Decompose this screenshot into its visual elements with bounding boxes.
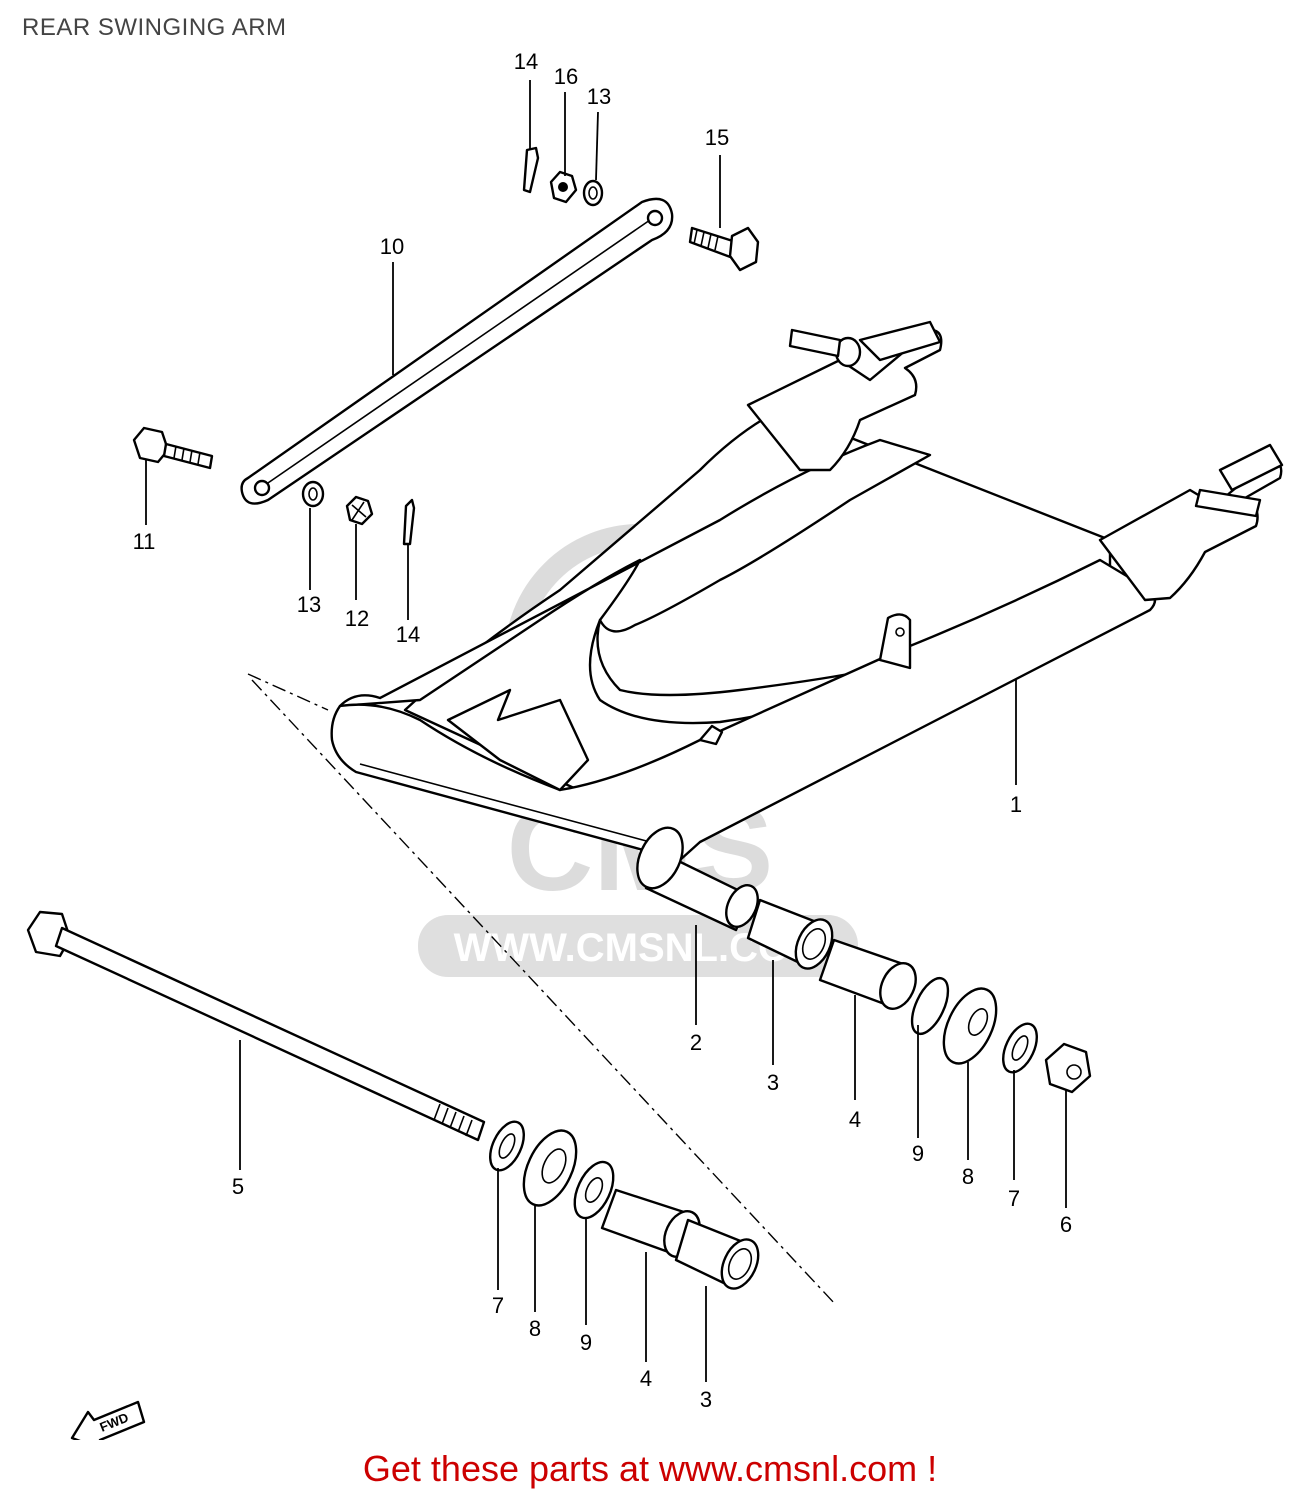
get-parts-link[interactable]: Get these parts at www.cmsnl.com ! <box>362 1448 938 1489</box>
axis-line-long <box>251 679 837 1306</box>
leader-lines <box>145 80 1067 1382</box>
washer-7-upper <box>1002 1022 1038 1074</box>
callout-16: 16 <box>554 64 578 89</box>
callout-labels: 1 2 3 3 4 4 5 6 7 7 8 8 9 9 10 11 12 13 … <box>133 49 1073 1412</box>
callout-12: 12 <box>345 606 369 631</box>
callout-13-top: 13 <box>587 84 611 109</box>
callout-8-lower: 8 <box>529 1316 541 1341</box>
needle-bearing-3-lower <box>674 1218 760 1290</box>
callout-4-lower: 4 <box>640 1366 652 1391</box>
torque-link <box>240 197 674 505</box>
callout-4-upper: 4 <box>849 1107 861 1132</box>
callout-11: 11 <box>133 529 156 554</box>
washer-7-lower <box>489 1120 525 1172</box>
callout-8-upper: 8 <box>962 1164 974 1189</box>
callout-7-lower: 7 <box>492 1293 504 1318</box>
nut-6 <box>1044 1042 1092 1094</box>
lower-hardware <box>301 480 416 546</box>
bolt-15 <box>688 226 760 272</box>
callout-5: 5 <box>232 1174 244 1199</box>
seal-8-upper <box>942 987 998 1065</box>
bolt-11 <box>132 426 214 470</box>
callout-3-upper: 3 <box>767 1070 779 1095</box>
callout-9-upper: 9 <box>912 1141 924 1166</box>
top-hardware <box>522 146 604 207</box>
callout-1: 1 <box>1010 792 1022 817</box>
washer-9-lower <box>573 1160 615 1220</box>
callout-9-lower: 9 <box>580 1330 592 1355</box>
spacer-4-upper <box>818 938 917 1010</box>
axis-line-upper <box>247 673 329 711</box>
callout-6: 6 <box>1060 1212 1072 1237</box>
pivot-shaft-5 <box>26 910 486 1142</box>
callout-15: 15 <box>705 125 729 150</box>
callout-10: 10 <box>380 234 404 259</box>
seal-8-lower <box>522 1129 578 1207</box>
fwd-arrow: FWD <box>70 1400 146 1440</box>
callout-7-upper: 7 <box>1008 1186 1020 1211</box>
pivot-tube-2 <box>636 826 759 932</box>
callout-14-top: 14 <box>514 49 538 74</box>
page-title: REAR SWINGING ARM <box>22 14 287 41</box>
swing-arm <box>330 320 1284 862</box>
callout-2: 2 <box>690 1030 702 1055</box>
callout-14-lower: 14 <box>396 622 420 647</box>
needle-bearing-3-upper <box>746 898 834 970</box>
watermark-url-pill <box>418 915 858 977</box>
callout-13-lower: 13 <box>297 592 321 617</box>
callout-3-lower: 3 <box>700 1387 712 1412</box>
parts-diagram: CMS WWW.CMSNL.COM <box>26 49 1284 1440</box>
